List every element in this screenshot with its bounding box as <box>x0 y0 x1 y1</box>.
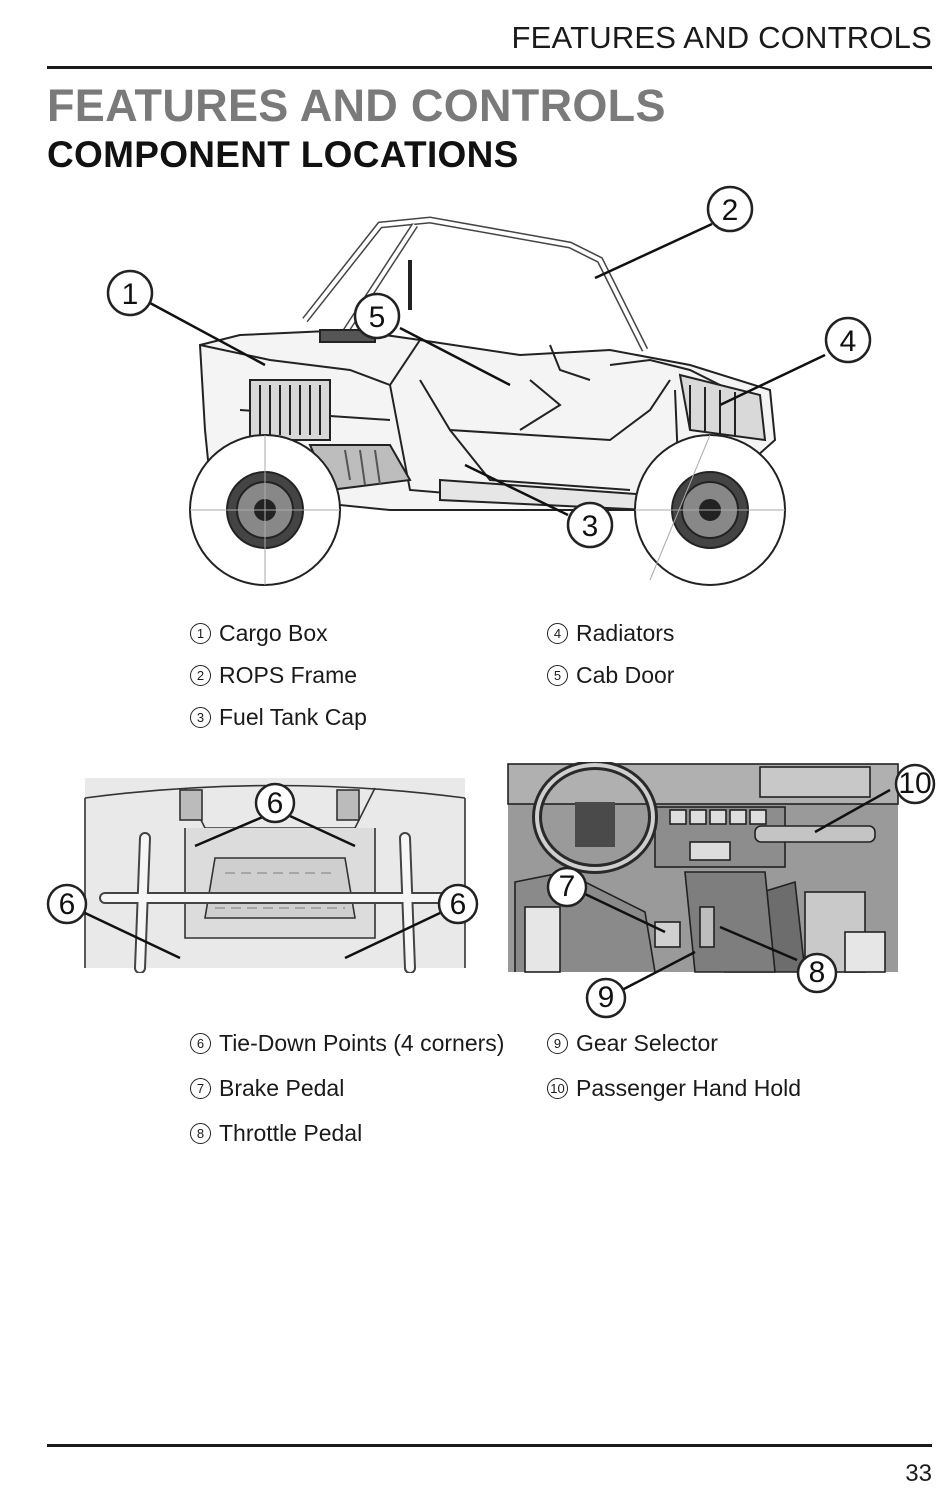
cargo-box-illustration: 6 6 6 <box>46 778 479 973</box>
callout-6-left: 6 <box>59 888 76 921</box>
legend-number: 3 <box>190 707 211 728</box>
legend-label: Tie-Down Points (4 corners) <box>219 1030 505 1056</box>
legend-item: 8 Throttle Pedal <box>190 1120 362 1147</box>
legend-item: 5 Cab Door <box>547 662 674 689</box>
running-header: FEATURES AND CONTROLS <box>511 20 932 55</box>
callout-1: 1 <box>122 278 139 311</box>
callout-6-top: 6 <box>267 787 284 820</box>
legend-item: 6 Tie-Down Points (4 corners) <box>190 1030 504 1057</box>
legend-number: 10 <box>547 1078 568 1099</box>
legend-number: 5 <box>547 665 568 686</box>
legend-label: Throttle Pedal <box>219 1120 363 1146</box>
legend-label: Cargo Box <box>219 620 328 646</box>
legend-number: 1 <box>190 623 211 644</box>
legend-item: 7 Brake Pedal <box>190 1075 344 1102</box>
legend-label: Cab Door <box>576 662 675 688</box>
callout-9: 9 <box>598 981 615 1014</box>
cockpit-illustration: 10 7 8 9 <box>507 762 936 1019</box>
legend-number: 2 <box>190 665 211 686</box>
callout-8: 8 <box>809 956 826 989</box>
legend-label: Fuel Tank Cap <box>219 704 367 730</box>
callout-3: 3 <box>582 510 599 543</box>
legend-number: 9 <box>547 1033 568 1054</box>
callout-4: 4 <box>840 325 857 358</box>
legend-item: 10 Passenger Hand Hold <box>547 1075 801 1102</box>
legend-label: Passenger Hand Hold <box>576 1075 802 1101</box>
legend-number: 8 <box>190 1123 211 1144</box>
legend-label: Radiators <box>576 620 675 646</box>
callout-2: 2 <box>722 194 739 227</box>
page-number: 33 <box>905 1460 932 1487</box>
callout-6-right: 6 <box>450 888 467 921</box>
callout-7: 7 <box>559 870 576 903</box>
legend-item: 2 ROPS Frame <box>190 662 357 689</box>
legend-item: 9 Gear Selector <box>547 1030 718 1057</box>
subsection-title: COMPONENT LOCATIONS <box>47 134 519 175</box>
legend-item: 4 Radiators <box>547 620 674 647</box>
legend-label: ROPS Frame <box>219 662 358 688</box>
legend-label: Brake Pedal <box>219 1075 345 1101</box>
callout-5: 5 <box>369 301 386 334</box>
vehicle-side-view-illustration: 1 2 3 4 5 <box>106 185 872 586</box>
legend-label: Gear Selector <box>576 1030 718 1056</box>
legend-item: 1 Cargo Box <box>190 620 328 647</box>
legend-number: 7 <box>190 1078 211 1099</box>
section-title: FEATURES AND CONTROLS <box>47 80 666 131</box>
legend-number: 4 <box>547 623 568 644</box>
legend-number: 6 <box>190 1033 211 1054</box>
footer-rule <box>47 1444 932 1447</box>
callout-10: 10 <box>898 767 931 800</box>
header-rule <box>47 66 932 69</box>
legend-item: 3 Fuel Tank Cap <box>190 704 367 731</box>
